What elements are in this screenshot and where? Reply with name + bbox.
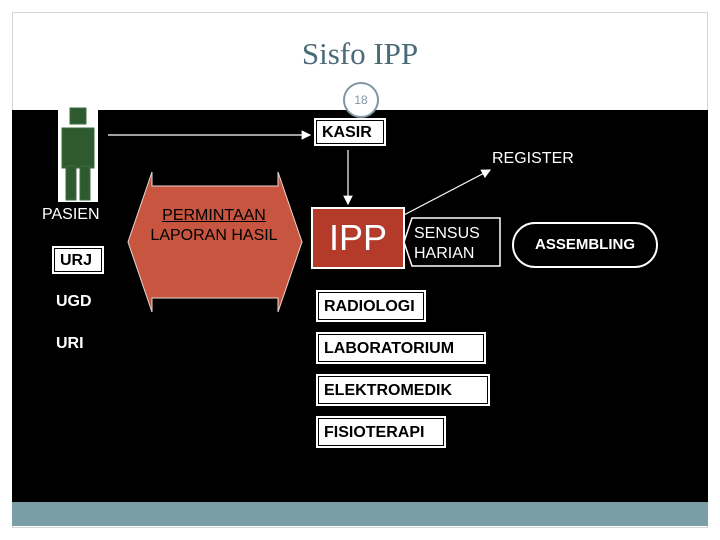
slide-number: 18 (354, 93, 368, 107)
laboratorium-box: LABORATORIUM (316, 332, 486, 364)
register-label: REGISTER (492, 150, 574, 167)
slide-number-badge: 18 (343, 82, 379, 118)
request-double-arrow (127, 171, 303, 313)
uri-label: URI (56, 335, 84, 352)
request-label: PERMINTAAN LAPORAN HASIL (138, 206, 290, 246)
fisioterapi-box: FISIOTERAPI (316, 416, 446, 448)
elektromedik-label: ELEKTROMEDIK (324, 382, 452, 399)
fisioterapi-label: FISIOTERAPI (324, 424, 425, 441)
sensus-line1: SENSUS (414, 225, 480, 242)
request-label-line1: PERMINTAAN (162, 207, 266, 224)
radiologi-box: RADIOLOGI (316, 290, 426, 322)
kasir-label: KASIR (322, 124, 372, 141)
sensus-harian-box: SENSUS HARIAN (404, 216, 504, 272)
person-icon (58, 106, 98, 202)
slide-title: Sisfo IPP (301, 36, 419, 71)
footer-bar (12, 502, 708, 526)
laboratorium-label: LABORATORIUM (324, 340, 455, 357)
kasir-box: KASIR (314, 118, 386, 146)
elektromedik-box: ELEKTROMEDIK (316, 374, 490, 406)
urj-box: URJ (52, 246, 104, 274)
pasien-label: PASIEN (42, 206, 100, 223)
request-label-line2: LAPORAN HASIL (150, 227, 278, 244)
arrow-ipp-register (401, 169, 492, 217)
radiologi-label: RADIOLOGI (324, 298, 415, 315)
ugd-label: UGD (56, 293, 92, 310)
urj-label: URJ (60, 252, 93, 269)
sensus-box-shape (403, 217, 501, 267)
ipp-box: IPP (311, 207, 405, 269)
assembling-box: ASSEMBLING (512, 222, 658, 268)
sensus-line2: HARIAN (414, 245, 475, 262)
